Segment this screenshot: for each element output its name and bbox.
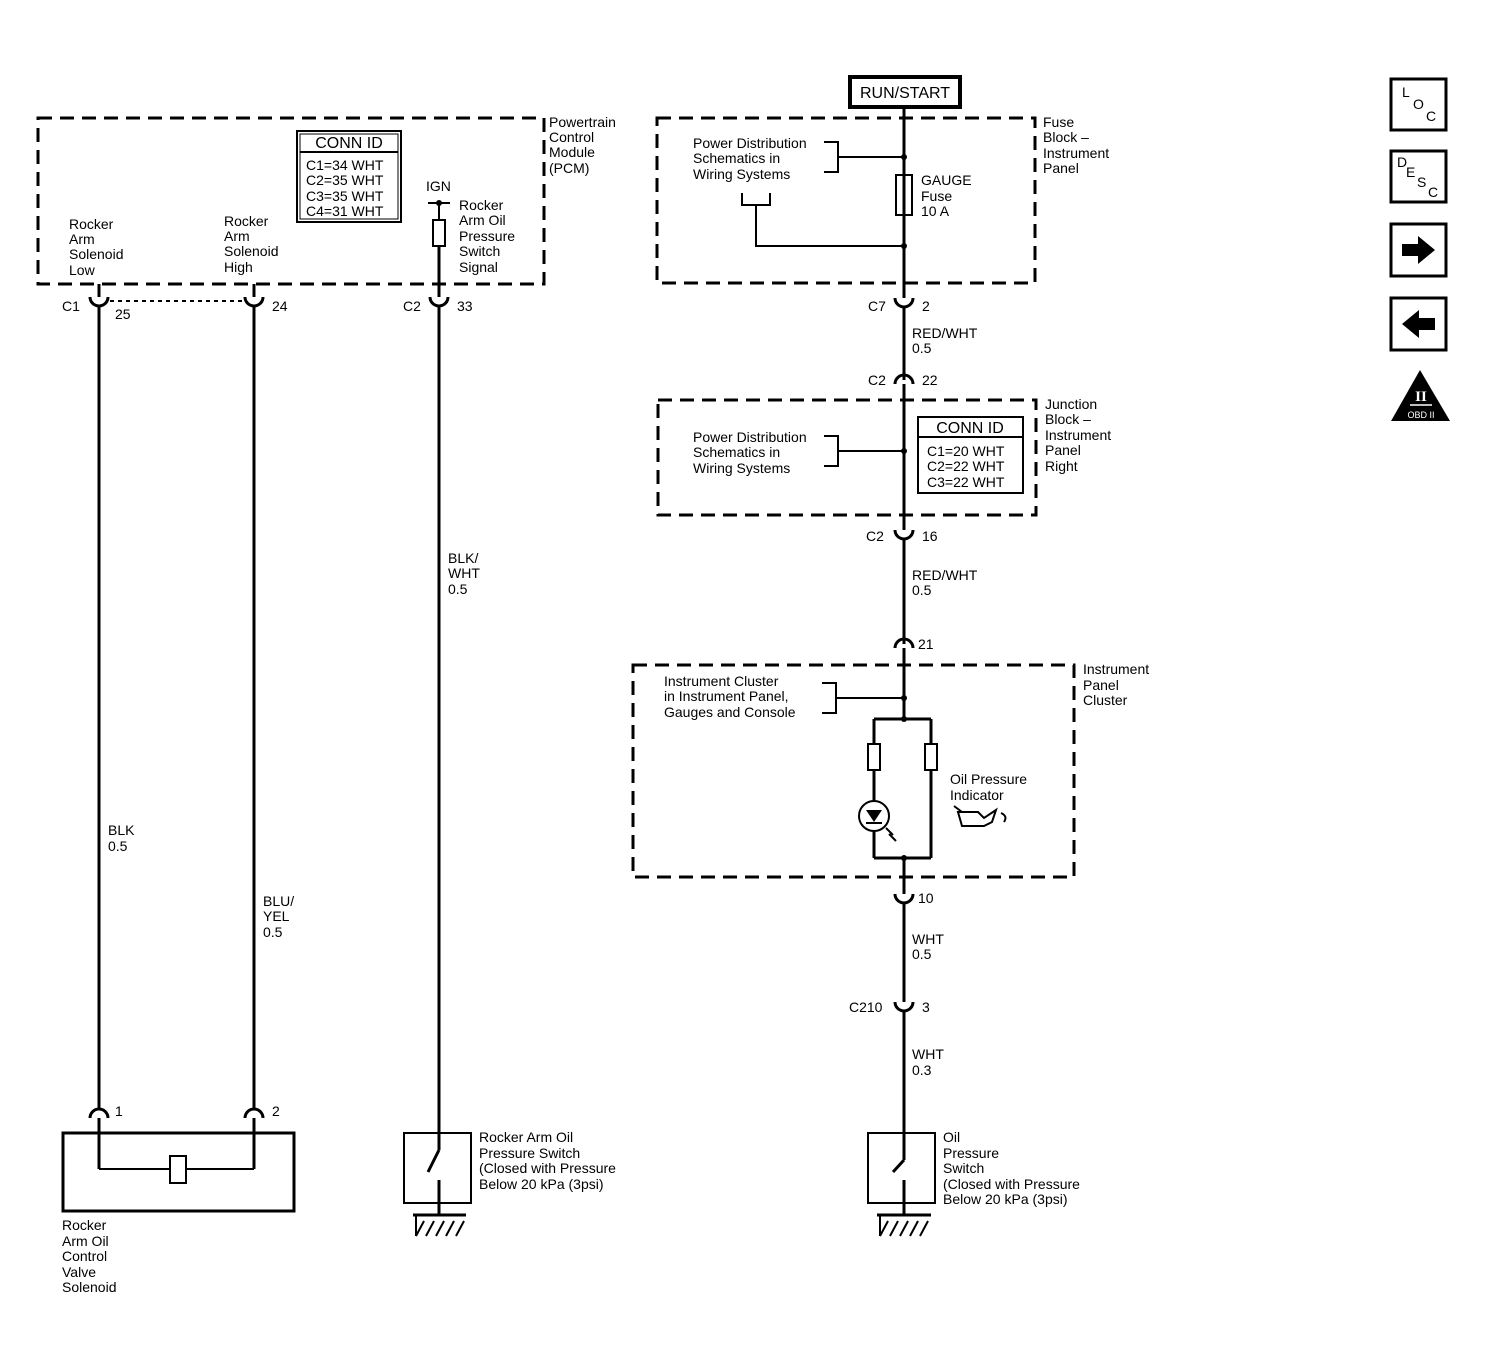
- high-label: Rocker Arm Solenoid High: [224, 213, 282, 275]
- wire-wht-1: WHT 0.5: [912, 931, 948, 962]
- desc-letter: C: [1428, 184, 1438, 200]
- power-dist-ref-2: Power Distribution Schematics in Wiring …: [693, 429, 811, 476]
- cluster-pin-21-connector: 21: [893, 636, 934, 652]
- junction-c2-bottom-label: C2: [866, 528, 884, 544]
- pcm-conn-row: C2=35 WHT: [306, 172, 384, 188]
- junction-conn-row: C2=22 WHT: [927, 458, 1005, 474]
- obd-ii-button[interactable]: II OBD II: [1391, 370, 1450, 421]
- c210-pin-3: 3: [922, 999, 930, 1015]
- pcm-pin-25: 25: [115, 306, 131, 322]
- junction-conn-id-title: CONN ID: [936, 420, 1004, 437]
- run-start-label: RUN/START: [860, 85, 950, 102]
- junction-conn-row: C3=22 WHT: [927, 474, 1005, 490]
- pcm-conn-id-table: CONN ID C1=34 WHT C2=35 WHT C3=35 WHT C4…: [296, 130, 402, 223]
- junction-block: Junction Block – Instrument Panel Right …: [656, 396, 1115, 517]
- fuse-block: Fuse Block – Instrument Panel Power Dist…: [655, 114, 1113, 285]
- loc-letter: O: [1413, 96, 1424, 112]
- solenoid-label: Rocker Arm Oil Control Valve Solenoid: [62, 1217, 117, 1295]
- power-dist-ref-1: Power Distribution Schematics in Wiring …: [693, 135, 811, 182]
- wire-bluyel-label: BLU/ YEL 0.5: [263, 893, 298, 940]
- gauge-fuse-label: GAUGE Fuse 10 A: [921, 172, 975, 219]
- loc-button[interactable]: L O C: [1389, 77, 1448, 132]
- wire-blkwht-label: BLK/ WHT 0.5: [448, 550, 484, 597]
- low-label: Rocker Arm Solenoid Low: [69, 216, 127, 278]
- c7-connector: C7 2: [868, 297, 930, 314]
- junction-conn-row: C1=20 WHT: [927, 443, 1005, 459]
- solenoid-pin-2: 2: [272, 1103, 280, 1119]
- left-wires: BLK 0.5 BLU/ YEL 0.5 BLK/ WHT 0.5: [97, 306, 484, 1150]
- prev-page-button[interactable]: [1389, 296, 1448, 352]
- c7-label: C7: [868, 298, 886, 314]
- run-start-box: RUN/START: [848, 75, 962, 109]
- solenoid-pin-1: 1: [115, 1103, 123, 1119]
- oil-pressure-switch: Oil Pressure Switch (Closed with Pressur…: [867, 1129, 1084, 1237]
- wire-redwht-2: RED/WHT 0.5: [912, 567, 981, 598]
- pcm-c1-label: C1: [62, 298, 80, 314]
- pcm-pin-24: 24: [272, 298, 288, 314]
- ign-label: IGN: [426, 178, 451, 194]
- pcm-connectors: C1 25 24 C2 33: [62, 284, 473, 322]
- cluster-ref: Instrument Cluster in Instrument Panel, …: [664, 673, 796, 720]
- cluster-pin-10: 10: [918, 890, 934, 906]
- rocker-switch-label: Rocker Arm Oil Pressure Switch (Closed w…: [479, 1129, 620, 1192]
- loc-letter: C: [1426, 108, 1436, 124]
- desc-letter: D: [1397, 154, 1407, 170]
- c210-label: C210: [849, 999, 883, 1015]
- next-page-button[interactable]: [1389, 222, 1448, 278]
- cluster-pin-21: 21: [918, 636, 934, 652]
- junction-block-label: Junction Block – Instrument Panel Right: [1045, 396, 1115, 474]
- pcm-label: Powertrain Control Module (PCM): [549, 114, 620, 176]
- pcm-conn-row: C4=31 WHT: [306, 203, 384, 219]
- desc-button[interactable]: D E S C: [1389, 149, 1448, 204]
- junction-c2-top-connector: C2 22: [868, 372, 938, 388]
- cluster-pin-10-connector: 10: [893, 890, 934, 906]
- signal-label: Rocker Arm Oil Pressure Switch Signal: [459, 197, 519, 275]
- oil-switch-label: Oil Pressure Switch (Closed with Pressur…: [943, 1129, 1084, 1207]
- oil-indicator-label: Oil Pressure Indicator: [950, 771, 1031, 803]
- pcm-conn-id-title: CONN ID: [315, 135, 383, 152]
- wire-redwht-1: RED/WHT 0.5: [912, 325, 981, 356]
- c210-connector: C210 3: [849, 999, 930, 1015]
- pcm-c2-label: C2: [403, 298, 421, 314]
- wire-wht-2: WHT 0.3: [912, 1046, 948, 1078]
- cluster-label: Instrument Panel Cluster: [1083, 661, 1153, 708]
- instrument-panel-cluster: Instrument Panel Cluster Instrument Clus…: [631, 661, 1153, 879]
- obd-roman: II: [1415, 389, 1427, 405]
- obd-label: OBD II: [1407, 410, 1434, 420]
- junction-conn-id-table: CONN ID C1=20 WHT C2=22 WHT C3=22 WHT: [917, 416, 1024, 494]
- c7-pin: 2: [922, 298, 930, 314]
- pcm-conn-row: C3=35 WHT: [306, 188, 384, 204]
- oil-pressure-led-icon: [858, 800, 897, 858]
- pcm-module: Powertrain Control Module (PCM) CONN ID …: [36, 114, 620, 286]
- arrow-right-icon: [1402, 236, 1435, 264]
- junction-pin-22: 22: [922, 372, 938, 388]
- pcm-conn-row: C1=34 WHT: [306, 157, 384, 173]
- rocker-arm-solenoid: 1 2 Rocker Arm Oil Control Valve Solenoi…: [61, 1103, 296, 1295]
- fuse-block-label: Fuse Block – Instrument Panel: [1043, 114, 1113, 176]
- pcm-pin-33: 33: [457, 298, 473, 314]
- desc-letter: S: [1417, 174, 1426, 190]
- desc-letter: E: [1406, 164, 1415, 180]
- wire-blk-label: BLK 0.5: [108, 822, 138, 854]
- junction-c2-bottom-connector: C2 16: [866, 528, 938, 544]
- junction-pin-16: 16: [922, 528, 938, 544]
- oil-can-icon: [953, 805, 1007, 827]
- junction-c2-top-label: C2: [868, 372, 886, 388]
- arrow-left-icon: [1402, 310, 1435, 338]
- loc-letter: L: [1402, 84, 1410, 100]
- rocker-arm-oil-pressure-switch: Rocker Arm Oil Pressure Switch (Closed w…: [403, 1129, 620, 1237]
